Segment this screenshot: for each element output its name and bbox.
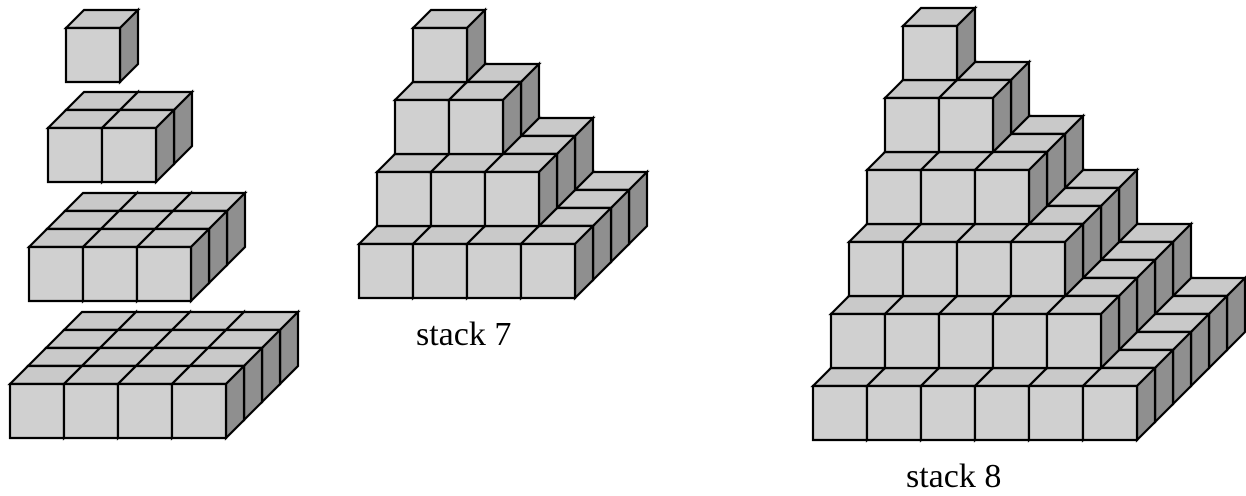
cube-front-face [919, 168, 977, 226]
cube [1008, 221, 1086, 299]
stack-8-label: stack 8 [906, 458, 1002, 495]
cube-front-face [375, 170, 433, 228]
cube-front-face [62, 382, 120, 440]
cube [1044, 293, 1122, 371]
cube-front-face [973, 168, 1031, 226]
cube-front-face [116, 382, 174, 440]
stack-8 [810, 5, 1246, 443]
cube-front-face [847, 240, 905, 298]
cube-front-face [1081, 384, 1139, 442]
cube-front-face [8, 382, 66, 440]
cube-front-face [865, 168, 923, 226]
cube [134, 226, 212, 304]
cube-front-face [901, 24, 959, 82]
cube-front-face [991, 312, 1049, 370]
cube-front-face [973, 384, 1031, 442]
cube [63, 7, 141, 85]
cube-front-face [135, 245, 193, 303]
cube-front-face [357, 242, 415, 300]
cube [1080, 365, 1158, 443]
cube-front-face [393, 98, 451, 156]
stack-7 [356, 7, 650, 301]
cube-front-face [46, 126, 104, 184]
layer-1x1 [63, 7, 141, 85]
cube-front-face [1009, 240, 1067, 298]
cube-front-face [1027, 384, 1085, 442]
cube [518, 223, 596, 301]
cube-front-face [883, 312, 941, 370]
cube [482, 151, 560, 229]
cube-front-face [465, 242, 523, 300]
cube-front-face [100, 126, 158, 184]
stack-7-label: stack 7 [416, 316, 512, 353]
cube-front-face [519, 242, 577, 300]
cube [446, 79, 524, 157]
cube-front-face [955, 240, 1013, 298]
cube-front-face [411, 242, 469, 300]
cube-front-face [1045, 312, 1103, 370]
cube-front-face [429, 170, 487, 228]
cube [936, 77, 1014, 155]
cube [410, 7, 488, 85]
cube-front-face [829, 312, 887, 370]
cube-front-face [447, 98, 505, 156]
cube-front-face [919, 384, 977, 442]
cube-front-face [27, 245, 85, 303]
cube-front-face [937, 312, 995, 370]
layer-3x3 [26, 190, 248, 304]
cube-front-face [883, 96, 941, 154]
cube-front-face [411, 26, 469, 84]
cube [169, 363, 247, 441]
cube-front-face [865, 384, 923, 442]
cube-front-face [170, 382, 228, 440]
cube [972, 149, 1050, 227]
cube-front-face [483, 170, 541, 228]
cube [99, 107, 177, 185]
layer-4x4 [7, 309, 301, 441]
cube-front-face [81, 245, 139, 303]
cube-front-face [811, 384, 869, 442]
cube-front-face [64, 26, 122, 84]
cube-front-face [937, 96, 995, 154]
cube-front-face [901, 240, 959, 298]
cube [900, 5, 978, 83]
layer-2x2 [45, 89, 195, 185]
